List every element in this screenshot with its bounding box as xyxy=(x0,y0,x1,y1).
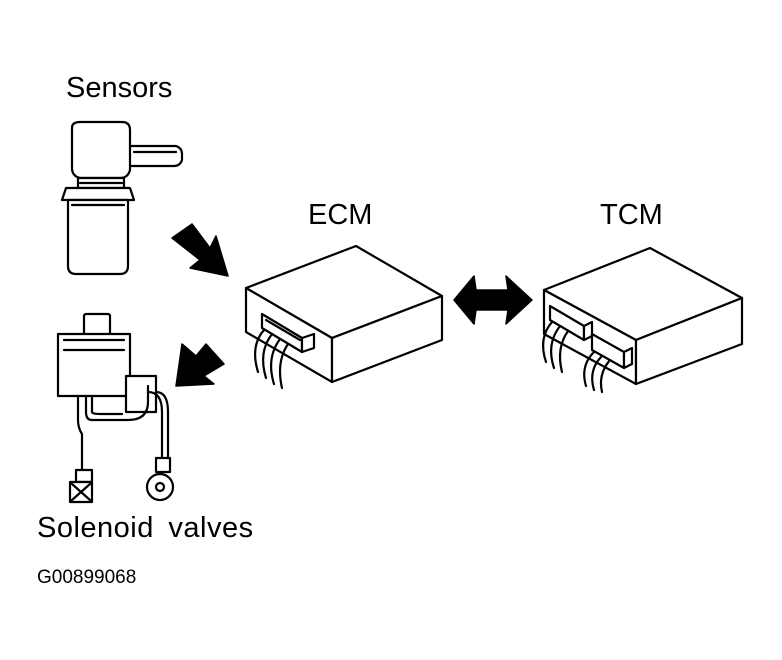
tcm-module-illustration xyxy=(541,246,744,394)
arrow-ecm-to-solenoid xyxy=(175,343,225,387)
arrow-sensors-to-ecm xyxy=(171,223,229,277)
sensors-label: Sensors xyxy=(66,72,173,104)
ecm-module-illustration xyxy=(244,244,444,390)
ecm-label: ECM xyxy=(308,199,373,231)
sensor-illustration xyxy=(60,120,184,276)
arrow-ecm-tcm-bidirectional xyxy=(453,275,533,325)
solenoid-valve-illustration xyxy=(56,312,175,504)
tcm-label: TCM xyxy=(600,199,663,231)
solenoid-valves-label: Solenoid valves xyxy=(37,512,254,544)
figure-code-label: G00899068 xyxy=(37,567,137,588)
